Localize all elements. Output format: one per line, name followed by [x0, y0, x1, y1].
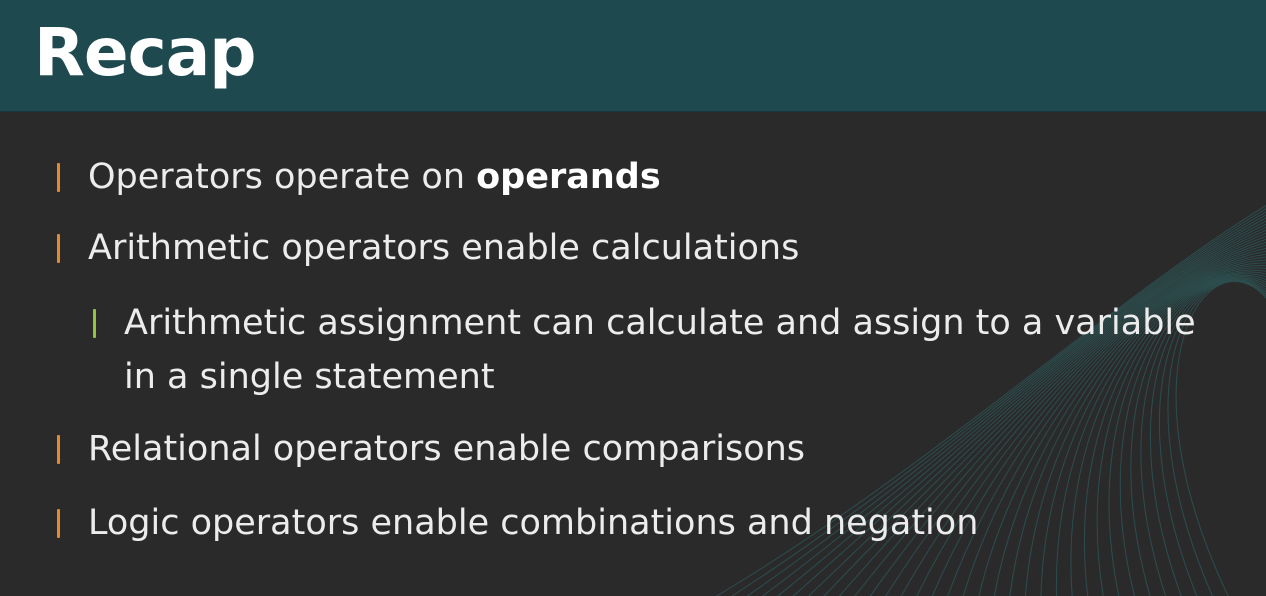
bullet-marker-orange	[57, 234, 60, 263]
sub-bullet-line-1: Arithmetic assignment can calculate and …	[124, 303, 1196, 343]
bullet-text: Arithmetic operators enable calculations	[88, 228, 800, 268]
bullet-marker-green	[93, 309, 96, 338]
bullet-arithmetic-operators: Arithmetic operators enable calculations	[57, 221, 800, 275]
bullet-text: Relational operators enable comparisons	[88, 429, 806, 469]
bullet-logic-operators: Logic operators enable combinations and …	[57, 496, 979, 550]
title-bar: Recap	[0, 0, 1266, 112]
sub-bullet-line-2: in a single statement	[124, 357, 495, 397]
sub-bullet-arithmetic-assignment: Arithmetic assignment can calculate and …	[93, 296, 1196, 404]
bullet-marker-orange	[57, 435, 60, 464]
bullet-marker-orange	[57, 509, 60, 538]
slide-title: Recap	[34, 14, 256, 91]
bullet-operators-operands: Operators operate on operands	[57, 150, 661, 204]
bullet-bold-term: operands	[476, 157, 661, 197]
bullet-relational-operators: Relational operators enable comparisons	[57, 422, 806, 476]
bullet-text: Operators operate on operands	[88, 157, 661, 197]
bullet-text: Logic operators enable combinations and …	[88, 503, 979, 543]
bullet-marker-orange	[57, 163, 60, 192]
